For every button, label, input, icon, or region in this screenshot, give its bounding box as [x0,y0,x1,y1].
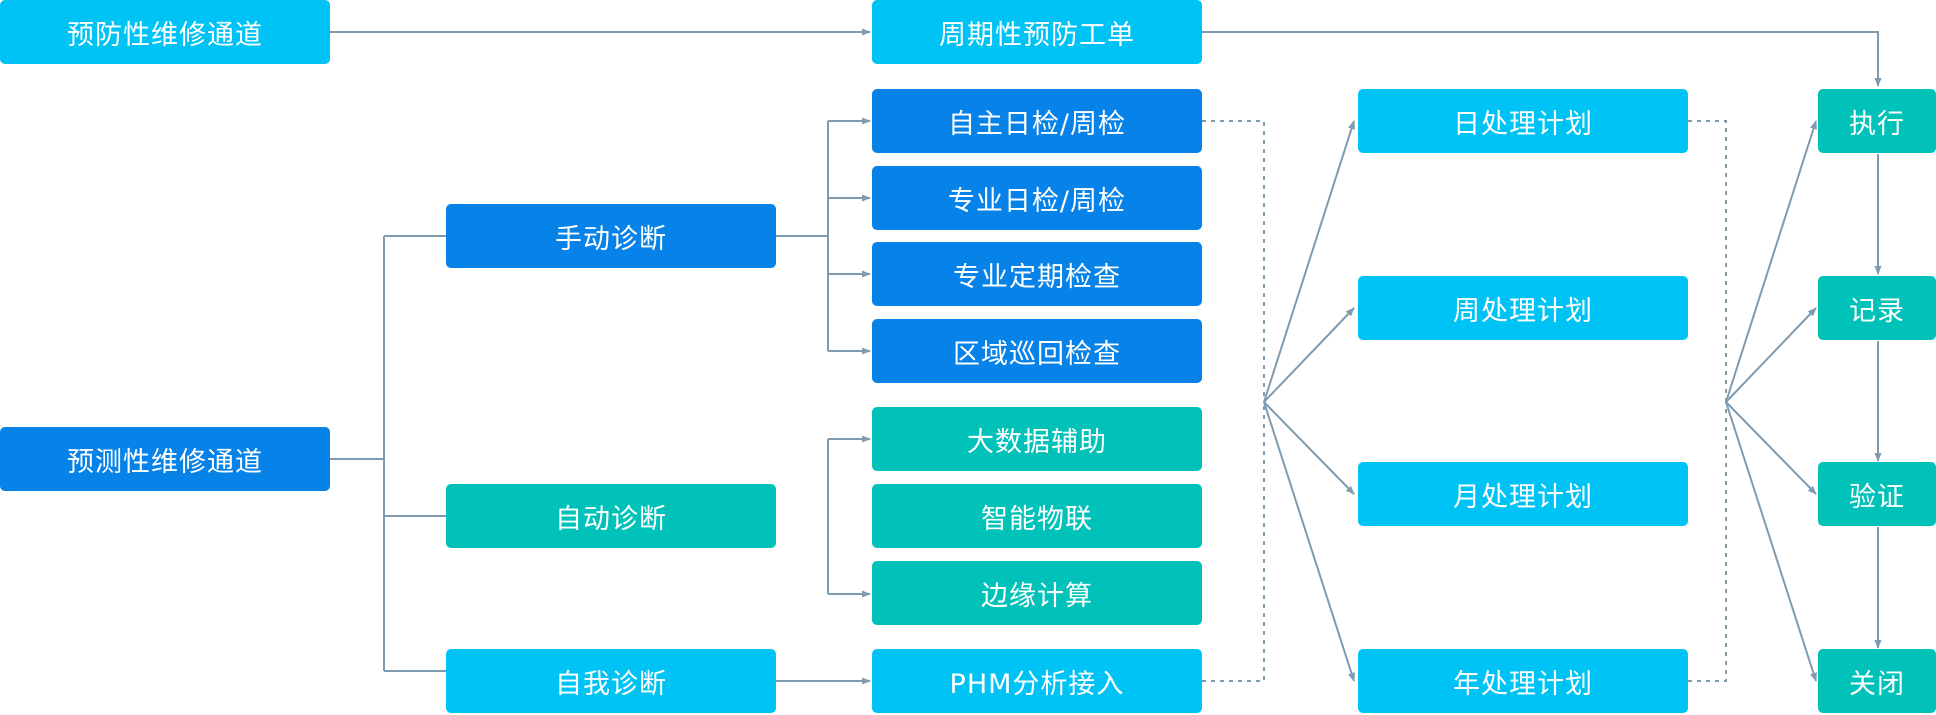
periodic-work-order-node: 周期性预防工单 [872,0,1202,64]
daily-plan-node: 日处理计划 [1358,89,1688,153]
dashed-collector-right-bottom [1688,402,1727,682]
edge-workorder-to-execute [1202,31,1882,87]
self-diagnosis-node: 自我诊断 [446,649,776,713]
auto-item-node: 智能物联 [872,484,1202,548]
edge-hub-to-monthly [1263,401,1355,495]
auto-item-node: 边缘计算 [872,561,1202,625]
predictive-channel-node: 预测性维修通道 [0,427,330,491]
edge-hub-to-daily [1263,120,1355,403]
record-step-node: 记录 [1818,276,1936,340]
phm-access-node: PHM分析接入 [872,649,1202,713]
edge-hub-to-close [1725,401,1817,682]
edge-hub-to-yearly [1263,401,1355,682]
manual-item-node: 专业日检/周检 [872,166,1202,230]
verify-step-node: 验证 [1818,462,1936,526]
dashed-collector-right-top [1688,120,1727,402]
edge-hub-to-record [1725,307,1817,403]
manual-item-node: 专业定期检查 [872,242,1202,306]
manual-diagnosis-node: 手动诊断 [446,204,776,268]
auto-item-node: 大数据辅助 [872,407,1202,471]
execute-step-node: 执行 [1818,89,1936,153]
auto-diagnosis-node: 自动诊断 [446,484,776,548]
preventive-channel-node: 预防性维修通道 [0,0,330,64]
manual-item-node: 自主日检/周检 [872,89,1202,153]
edge-hub-to-weekly [1263,307,1355,403]
yearly-plan-node: 年处理计划 [1358,649,1688,713]
close-step-node: 关闭 [1818,649,1936,713]
weekly-plan-node: 周处理计划 [1358,276,1688,340]
manual-item-node: 区域巡回检查 [872,319,1202,383]
dashed-collector-left-bottom [1202,402,1265,682]
dashed-collector-left-top [1202,120,1265,402]
monthly-plan-node: 月处理计划 [1358,462,1688,526]
edge-hub-to-verify [1725,401,1817,495]
edge-hub-to-execute [1725,120,1817,403]
